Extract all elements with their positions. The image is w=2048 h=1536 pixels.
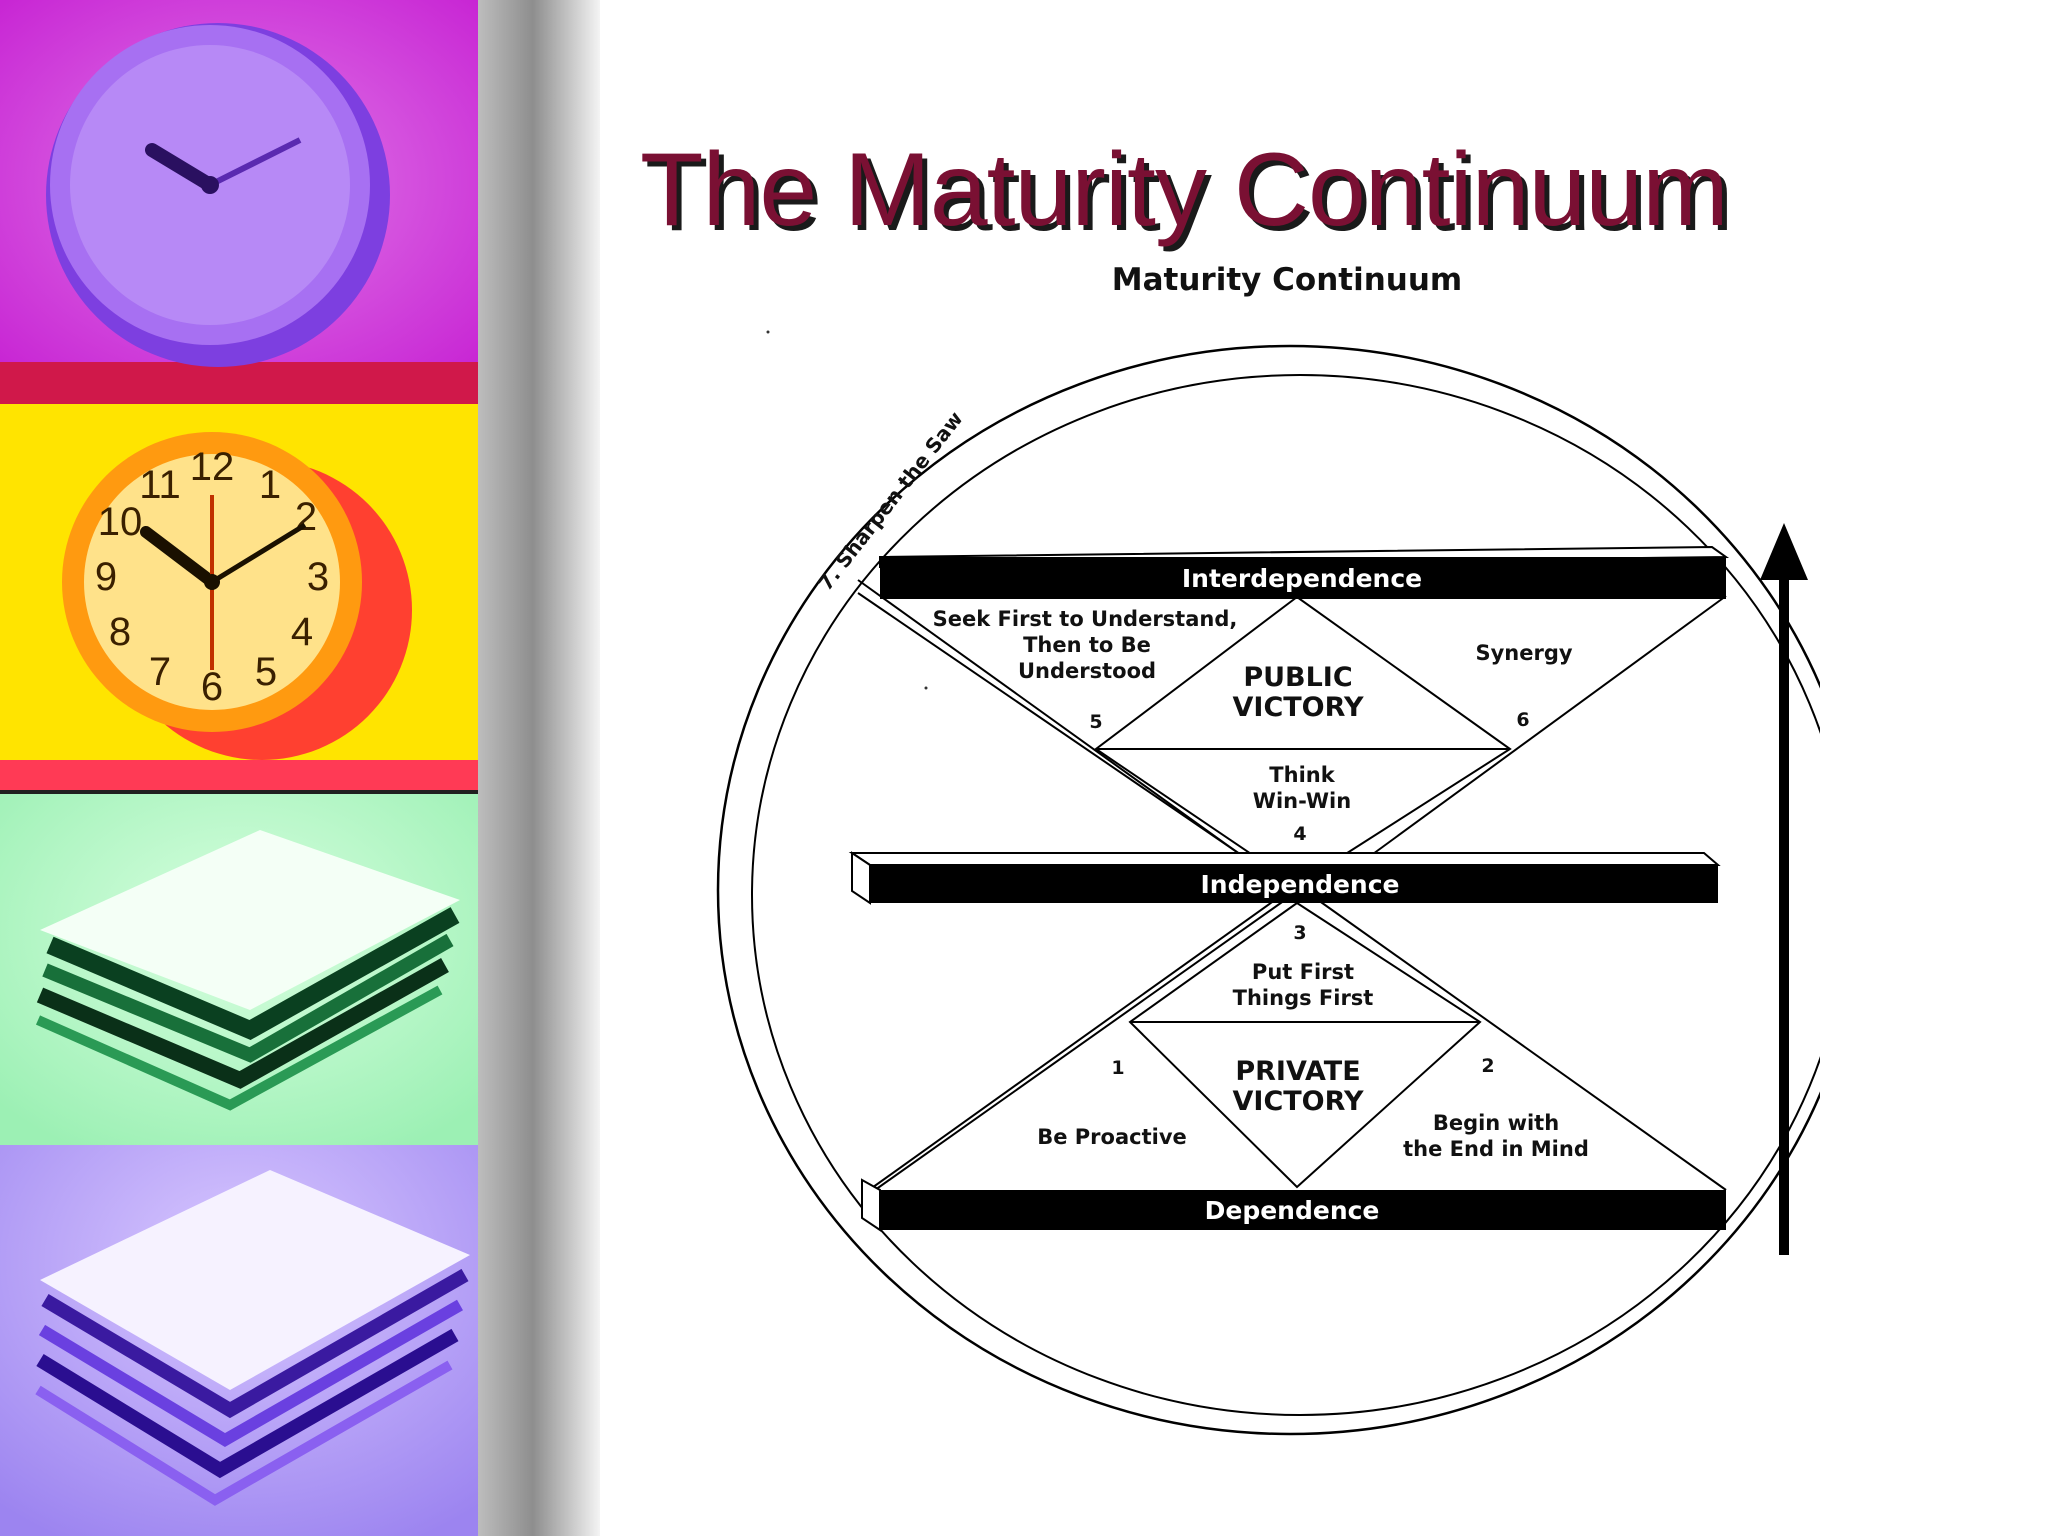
svg-text:10: 10 <box>98 500 143 544</box>
habit-2-line2: the End in Mind <box>1403 1137 1589 1161</box>
private-victory-line2: VICTORY <box>1233 1086 1364 1117</box>
svg-text:2: 2 <box>295 495 317 539</box>
habit-2-line1: Begin with <box>1433 1111 1559 1135</box>
svg-text:4: 4 <box>291 610 313 654</box>
svg-text:3: 3 <box>307 555 329 599</box>
svg-text:5: 5 <box>255 650 277 694</box>
habit-5-line3: Understood <box>1018 659 1156 683</box>
habit-3: 3 Put First Things First <box>1233 922 1374 1010</box>
habit-3-line1: Put First <box>1252 960 1354 984</box>
independence-bar: Independence <box>848 851 1721 905</box>
habit-1-number: 1 <box>1111 1057 1124 1079</box>
svg-text:11: 11 <box>139 463 181 507</box>
habit-6: Synergy 6 <box>1475 641 1572 731</box>
private-victory-diamond <box>1128 901 1482 1189</box>
growth-arrow <box>1760 523 1808 1255</box>
habit-2-number: 2 <box>1481 1055 1494 1077</box>
habit-4: Think Win-Win 4 <box>1253 763 1351 845</box>
independence-label: Independence <box>1200 870 1399 899</box>
habit-5-line1: Seek First to Understand, <box>933 607 1238 631</box>
public-victory-line1: PUBLIC <box>1243 662 1352 693</box>
diagram-caption: Maturity Continuum <box>1112 262 1462 298</box>
inner-circle <box>751 374 1820 1416</box>
slide-title: The Maturity Continuum <box>640 132 1729 248</box>
habit-3-line2: Things First <box>1233 986 1374 1010</box>
svg-text:8: 8 <box>109 610 131 654</box>
svg-text:1: 1 <box>259 463 281 507</box>
habit-4-line2: Win-Win <box>1253 789 1351 813</box>
decorative-sidebar: 12 1 2 3 4 5 6 7 8 9 10 11 <box>0 0 600 1536</box>
green-books-photo <box>0 790 480 1145</box>
outer-circle <box>716 344 1820 1436</box>
habit-4-number: 4 <box>1293 823 1306 845</box>
continuum-edges <box>857 579 1727 1196</box>
habit-3-number: 3 <box>1293 922 1306 944</box>
scan-speck <box>924 686 928 690</box>
habit-5-line2: Then to Be <box>1023 633 1151 657</box>
habit-5-number: 5 <box>1089 711 1102 733</box>
habit-6-line1: Synergy <box>1475 641 1572 665</box>
interdependence-bar: Interdependence <box>879 545 1730 599</box>
habit-1-line1: Be Proactive <box>1037 1125 1187 1149</box>
svg-text:12: 12 <box>190 445 235 489</box>
habit-2: 2 Begin with the End in Mind <box>1403 1055 1589 1161</box>
dependence-label: Dependence <box>1205 1196 1380 1225</box>
svg-text:6: 6 <box>201 665 223 709</box>
dependence-bar: Dependence <box>861 1178 1726 1232</box>
scan-speck <box>766 330 770 334</box>
maturity-continuum-diagram: Maturity Continuum <box>716 262 1820 1436</box>
private-victory-line1: PRIVATE <box>1235 1056 1360 1087</box>
orange-clock-photo: 12 1 2 3 4 5 6 7 8 9 10 11 <box>0 404 480 790</box>
habit-1: 1 Be Proactive <box>1037 1057 1187 1149</box>
habit-5: Seek First to Understand, Then to Be Und… <box>933 607 1238 733</box>
habit-4-line1: Think <box>1269 763 1335 787</box>
interdependence-label: Interdependence <box>1182 564 1422 593</box>
sidebar-divider <box>478 0 600 1536</box>
habit-6-number: 6 <box>1516 709 1529 731</box>
svg-text:7: 7 <box>149 650 171 694</box>
svg-text:9: 9 <box>95 555 117 599</box>
violet-papers-photo <box>0 1145 480 1536</box>
public-victory-line2: VICTORY <box>1233 692 1364 723</box>
purple-clock-photo <box>0 0 480 404</box>
